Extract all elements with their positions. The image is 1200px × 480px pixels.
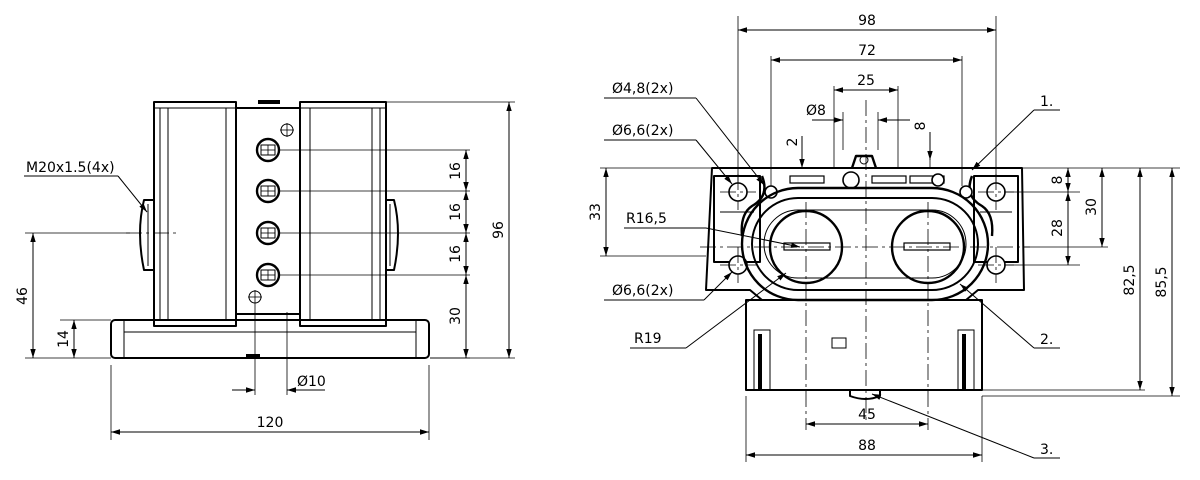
label-r16-5: R16,5 [626,211,667,227]
front-view: 98 72 25 Ø8 2 8 Ø4,8(2x) Ø6,6(2x) Ø6,6(2… [588,13,1180,462]
gland-3 [255,220,281,246]
dim-hole-pitch-28: 28 [1050,219,1066,237]
gland-1 [255,137,281,163]
housing-right [299,101,387,327]
dim-mount-height-30: 30 [1084,198,1100,216]
gland-2 [255,178,281,204]
dim-height-46: 46 [15,287,31,305]
callout-1: 1. [1040,94,1053,110]
dim-height-82-5: 82,5 [1122,264,1138,295]
dim-small-2: 2 [785,138,801,147]
dim-base-width-88: 88 [858,438,876,454]
dim-overall-width-98: 98 [858,13,876,29]
dim-pitch-16-b: 16 [448,203,464,221]
dim-pitch-16-a: 16 [448,162,464,180]
label-r19: R19 [634,331,662,347]
dim-left-height-33: 33 [588,203,604,221]
dim-top-offset-8: 8 [1050,176,1066,185]
dim-width-120: 120 [257,415,284,431]
obround-outer [740,186,990,302]
dim-pitch-16-c: 16 [448,245,464,263]
dim-hole-diameter-10: Ø10 [297,374,326,390]
upper-housing [705,167,1025,301]
dim-hole-spacing-72: 72 [858,43,876,59]
label-hole-6-6-bottom: Ø6,6(2x) [612,283,673,299]
dim-height-85-5: 85,5 [1154,266,1170,297]
housing-left [153,101,237,327]
dim-height-96: 96 [491,221,507,239]
gland-4 [255,262,281,288]
base-plate [110,319,430,359]
dim-small-diameter-8: Ø8 [806,103,826,119]
dim-base-14: 14 [56,330,72,348]
label-hole-4-8: Ø4,8(2x) [612,81,673,97]
dim-lower-30: 30 [448,307,464,325]
callout-3: 3. [1040,442,1053,458]
callout-2: 2. [1040,332,1053,348]
dim-center-width-25: 25 [857,73,875,89]
dim-small-8: 8 [913,122,929,131]
thread-label: M20x1.5(4x) [26,160,115,176]
base-block [745,299,983,391]
label-hole-6-6-top: Ø6,6(2x) [612,123,673,139]
dim-bore-spacing-45: 45 [858,407,876,423]
side-view: 120 96 46 14 16 16 16 30 Ø10 M20x1.5(4x) [15,100,515,440]
